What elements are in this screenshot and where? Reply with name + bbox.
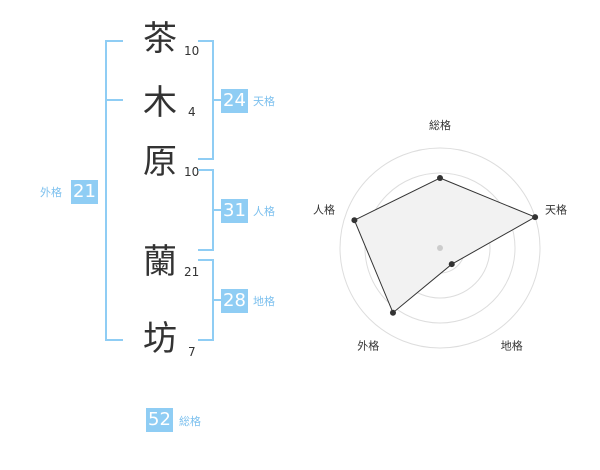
chikaku-score: 28 — [221, 289, 248, 313]
radar-point — [351, 217, 358, 224]
radar-axis-label: 天格 — [545, 202, 567, 216]
jinkaku-label: 人格 — [253, 205, 275, 218]
tenkaku-score: 24 — [221, 89, 248, 113]
radar-axis-label: 総格 — [429, 118, 451, 132]
name-char-5: 坊 — [143, 319, 177, 359]
radar-ring — [339, 147, 541, 349]
radar-points — [351, 175, 539, 316]
gaikaku-label: 外格 — [40, 186, 62, 199]
name-char-1: 茶 — [143, 19, 177, 59]
stroke-count-3: 10 — [184, 165, 200, 179]
tenkaku-bracket-tick — [212, 99, 221, 101]
soukaku-label: 総格 — [179, 415, 201, 428]
radar-axis-label: 外格 — [357, 339, 379, 353]
radar-point — [448, 261, 455, 268]
radar-point — [389, 309, 396, 316]
soukaku-score: 52 — [146, 408, 173, 432]
chikaku-bracket-tick — [212, 299, 221, 301]
radar-center-dot — [437, 245, 443, 251]
radar-point — [532, 214, 539, 221]
stroke-count-5: 7 — [188, 345, 196, 359]
radar-point — [437, 175, 443, 181]
radar-axis-label: 地格 — [501, 339, 523, 353]
gaikaku-bracket — [105, 40, 123, 341]
tenkaku-label: 天格 — [253, 95, 275, 108]
radar-area — [353, 177, 537, 314]
stroke-count-2: 4 — [188, 105, 196, 119]
radar-ring — [364, 172, 516, 324]
chikaku-label: 地格 — [253, 295, 275, 308]
name-char-2: 木 — [143, 83, 177, 123]
jinkaku-bracket-tick — [212, 209, 221, 211]
stroke-count-4: 21 — [184, 265, 200, 279]
gaikaku-bracket-tick — [105, 99, 123, 101]
name-char-4: 蘭 — [143, 242, 177, 282]
stroke-count-1: 10 — [184, 44, 200, 58]
name-char-3: 原 — [143, 142, 177, 182]
jinkaku-score: 31 — [221, 199, 248, 223]
gaikaku-score: 21 — [71, 180, 98, 204]
radar-axis-label: 人格 — [313, 202, 335, 216]
